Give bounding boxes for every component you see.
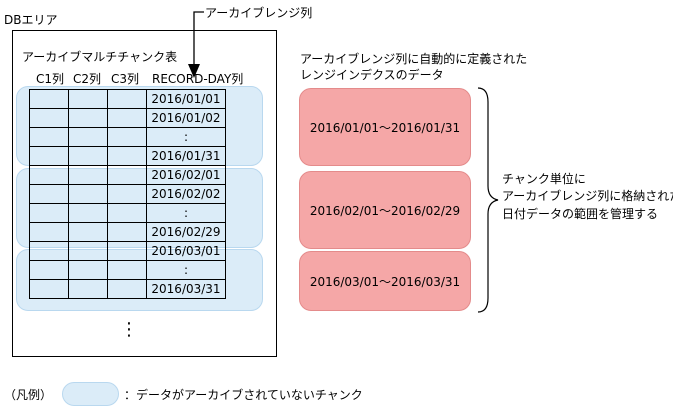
table-cell-c1 (29, 279, 69, 299)
table-cell-c1 (29, 146, 69, 166)
table-row: 2016/01/31 (29, 146, 226, 166)
table-row: 2016/02/01 (29, 165, 226, 185)
index-caption-line2: レンジインデクスのデータ (300, 68, 444, 82)
table-row: : (29, 203, 226, 223)
brace-note-line2: アーカイブレンジ列に格納された (502, 189, 673, 203)
table-cell-c2 (68, 127, 108, 147)
table-cell-c2 (68, 260, 108, 280)
record-day-cell: : (146, 127, 226, 147)
table-cell-c3 (107, 184, 147, 204)
table-row: 2016/01/01 (29, 89, 226, 109)
table-cell-c1 (29, 222, 69, 242)
db-area (12, 30, 277, 357)
table-cell-c1 (29, 241, 69, 261)
table-cell-c2 (68, 279, 108, 299)
column-header-c3: C3列 (111, 72, 140, 86)
table-cell-c3 (107, 203, 147, 223)
table-cell-c3 (107, 241, 147, 261)
table-cell-c1 (29, 127, 69, 147)
range-box-march: 2016/03/01～2016/03/31 (299, 251, 471, 311)
table-cell-c3 (107, 165, 147, 185)
table-cell-c2 (68, 146, 108, 166)
table-cell-c2 (68, 222, 108, 242)
archive-column-label: アーカイブレンジ列 (205, 6, 313, 20)
table-cell-c2 (68, 203, 108, 223)
legend-text: ：データがアーカイブされていないチャンク (124, 388, 363, 402)
range-box-january: 2016/01/01～2016/01/31 (299, 88, 471, 166)
table-cell-c2 (68, 241, 108, 261)
record-day-cell: : (146, 260, 226, 280)
record-day-cell: 2016/03/01 (146, 241, 226, 261)
continuation-mark: ⋮ (120, 319, 138, 340)
table-cell-c2 (68, 165, 108, 185)
table-cell-c3 (107, 127, 147, 147)
table-cell-c3 (107, 146, 147, 166)
db-area-label: DBエリア (4, 13, 58, 27)
range-brace (477, 87, 499, 313)
table-cell-c2 (68, 108, 108, 128)
table-row: : (29, 127, 226, 147)
archive-column-arrow (188, 11, 204, 78)
table-title: アーカイブマルチチャンク表 (22, 50, 178, 64)
column-header-record-day: RECORD-DAY列 (152, 72, 244, 86)
table-cell-c1 (29, 108, 69, 128)
index-caption-line1: アーカイブレンジ列に自動的に定義された (300, 52, 528, 66)
record-day-cell: 2016/02/02 (146, 184, 226, 204)
record-day-cell: 2016/01/02 (146, 108, 226, 128)
range-box-february: 2016/02/01～2016/02/29 (299, 171, 471, 249)
table-cell-c1 (29, 203, 69, 223)
table-cell-c1 (29, 260, 69, 280)
record-day-cell: 2016/03/31 (146, 279, 226, 299)
legend-swatch (62, 382, 119, 406)
brace-note-line3: 日付データの範囲を管理する (502, 207, 659, 221)
table-cell-c3 (107, 260, 147, 280)
brace-note-line1: チャンク単位に (502, 172, 586, 186)
table-row: 2016/02/29 (29, 222, 226, 242)
table-cell-c3 (107, 222, 147, 242)
table-cell-c3 (107, 89, 147, 109)
table-cell-c3 (107, 279, 147, 299)
table-row: 2016/03/01 (29, 241, 226, 261)
legend-prefix: （凡例） (4, 388, 53, 402)
table-cell-c2 (68, 184, 108, 204)
record-day-cell: 2016/02/29 (146, 222, 226, 242)
column-header-c1: C1列 (36, 72, 65, 86)
record-day-cell: : (146, 203, 226, 223)
table-cell-c2 (68, 89, 108, 109)
record-day-cell: 2016/01/31 (146, 146, 226, 166)
table-row: 2016/01/02 (29, 108, 226, 128)
table-row: 2016/02/02 (29, 184, 226, 204)
record-day-cell: 2016/02/01 (146, 165, 226, 185)
table-cell-c1 (29, 89, 69, 109)
table-row: : (29, 260, 226, 280)
table-cell-c1 (29, 184, 69, 204)
column-header-c2: C2列 (73, 72, 102, 86)
record-day-cell: 2016/01/01 (146, 89, 226, 109)
table-cell-c1 (29, 165, 69, 185)
table-row: 2016/03/31 (29, 279, 226, 299)
table-cell-c3 (107, 108, 147, 128)
